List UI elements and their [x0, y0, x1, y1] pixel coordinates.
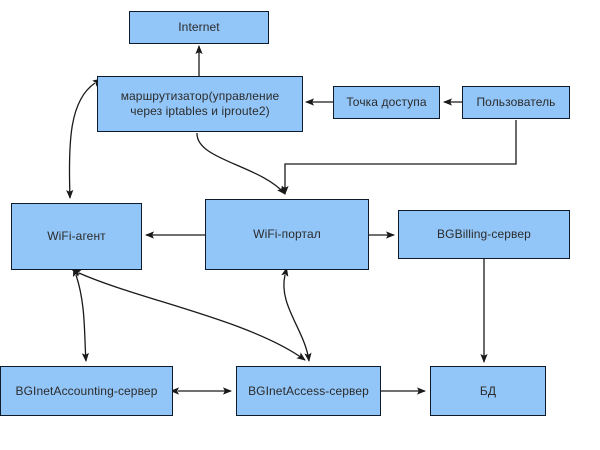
- node-router-label: маршрутизатор(управление через iptables …: [120, 89, 280, 118]
- edge-router-wifi-agent: [66, 78, 102, 199]
- edge-wifi-agent-to-access: [71, 269, 306, 361]
- edge-wifi-portal-access: [281, 267, 312, 362]
- node-user[interactable]: Пользователь: [462, 86, 570, 119]
- edge-user-to-wifi-portal: [281, 120, 517, 195]
- node-internet[interactable]: Internet: [129, 11, 269, 44]
- node-database[interactable]: БД: [430, 366, 546, 416]
- node-access-point-label: Точка доступа: [346, 95, 427, 109]
- node-bginetaccounting-server-label: BGInetAccounting-сервер: [15, 383, 158, 398]
- node-wifi-portal-label: WiFi-портал: [253, 227, 321, 241]
- edge-router-to-wifi-portal: [196, 132, 286, 195]
- node-router[interactable]: маршрутизатор(управление через iptables …: [97, 76, 303, 132]
- node-internet-label: Internet: [178, 20, 220, 34]
- node-bginetaccounting-server[interactable]: BGInetAccounting-сервер: [0, 366, 173, 416]
- node-user-label: Пользователь: [476, 95, 556, 109]
- node-wifi-portal[interactable]: WiFi-портал: [205, 199, 369, 270]
- node-database-label: БД: [479, 383, 497, 398]
- edge-wifi-agent-accounting: [72, 267, 89, 362]
- node-bgbilling-server-label: BGBilling-сервер: [437, 227, 531, 241]
- node-bginetaccess-server[interactable]: BGInetAccess-сервер: [236, 366, 381, 416]
- node-wifi-agent-label: WiFi-агент: [47, 229, 106, 243]
- node-bginetaccess-server-label: BGInetAccess-сервер: [248, 383, 369, 398]
- node-wifi-agent[interactable]: WiFi-агент: [11, 203, 142, 270]
- node-bgbilling-server[interactable]: BGBilling-сервер: [398, 210, 570, 259]
- node-access-point[interactable]: Точка доступа: [333, 86, 440, 119]
